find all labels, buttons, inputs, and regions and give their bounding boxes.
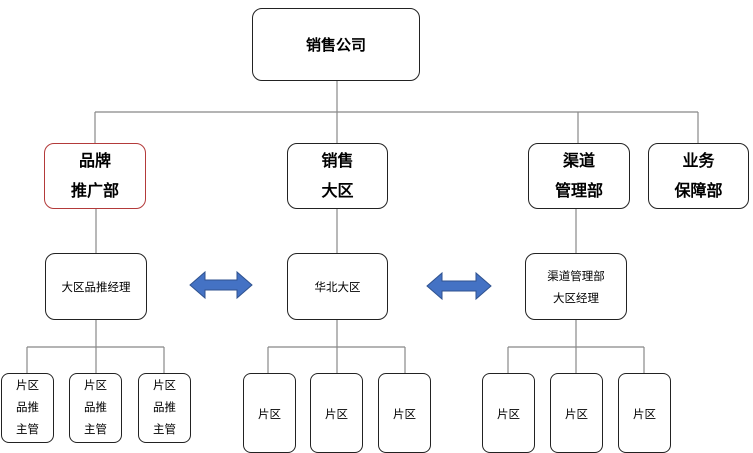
leaf-area-brand-supervisor: 片区 品推 主管	[69, 373, 122, 443]
subunit-regional-brand-manager: 大区品推经理	[45, 253, 147, 320]
dept-brand-promotion: 品牌 推广部	[44, 143, 146, 209]
leaf-area: 片区	[378, 373, 431, 453]
leaf-area: 片区	[310, 373, 363, 453]
leaf-area-brand-supervisor: 片区 品推 主管	[1, 373, 54, 443]
leaf-area-brand-supervisor: 片区 品推 主管	[138, 373, 191, 443]
connector-lines	[26, 80, 699, 373]
root-node: 销售公司	[252, 8, 420, 81]
leaf-area: 片区	[550, 373, 603, 453]
leaf-area: 片区	[482, 373, 535, 453]
dept-channel-management: 渠道 管理部	[528, 143, 630, 209]
dept-business-support: 业务 保障部	[648, 143, 749, 209]
subunit-north-china-region: 华北大区	[287, 253, 388, 320]
double-arrow-left	[189, 270, 253, 300]
org-chart: 销售公司 品牌 推广部 销售 大区 渠道 管理部 业务 保障部 大区品推经理 华…	[1, 8, 749, 453]
double-arrow-right	[426, 271, 492, 301]
leaf-area: 片区	[243, 373, 296, 453]
subunit-channel-regional-manager: 渠道管理部 大区经理	[525, 253, 627, 320]
leaf-area: 片区	[618, 373, 671, 453]
dept-sales-region: 销售 大区	[287, 143, 388, 209]
